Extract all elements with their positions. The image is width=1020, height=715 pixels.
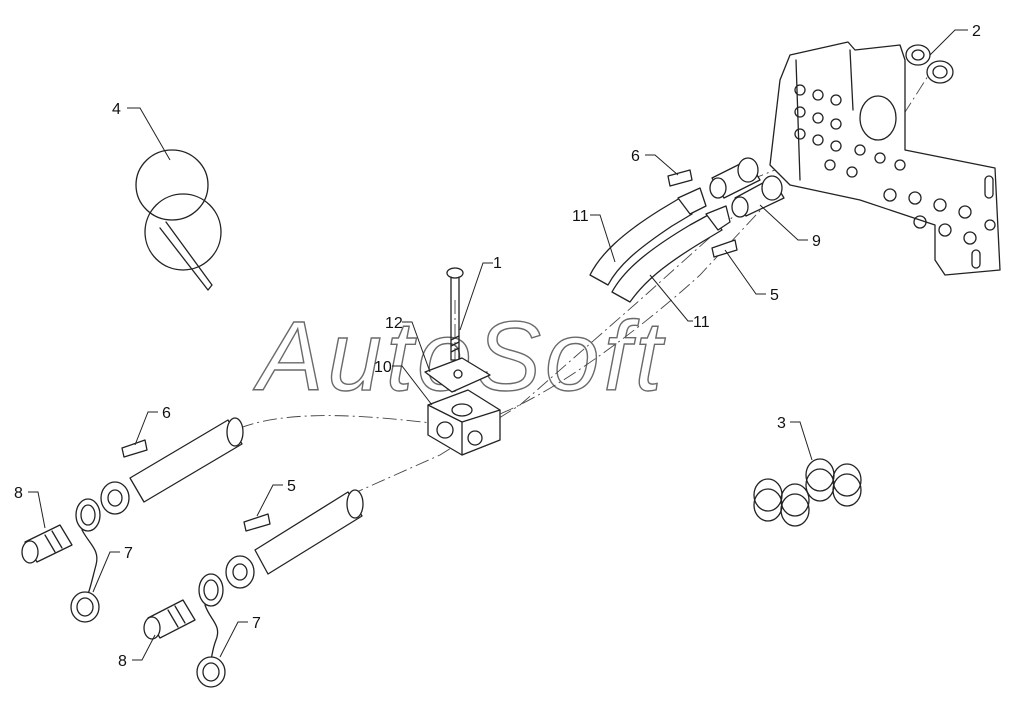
hose-clamp-icon [427, 389, 501, 456]
sealing-ring-icon [75, 498, 224, 607]
callout-11-upper: 11 [572, 208, 589, 225]
quick-coupler-icon [21, 524, 196, 640]
lower-hose-tags [121, 439, 271, 532]
hydraulic-hose-icon [589, 187, 731, 303]
o-ring-icon [753, 458, 862, 527]
callout-2: 2 [972, 23, 981, 40]
callout-6-upper: 6 [631, 148, 640, 165]
callout-6-lower: 6 [162, 405, 171, 422]
callout-3: 3 [777, 415, 786, 432]
callout-5-lower: 5 [287, 478, 296, 495]
nut-icon [905, 44, 954, 84]
callout-8-lower: 8 [118, 653, 127, 670]
adapter-fitting-icon [709, 157, 785, 218]
cable-tie-icon [135, 149, 222, 291]
mounting-bracket-icon [769, 41, 1001, 276]
clamp-plate-icon [424, 357, 491, 393]
callout-5-upper: 5 [770, 287, 779, 304]
callout-7-upper: 7 [124, 545, 133, 562]
hose-tag-icon [667, 169, 738, 258]
callout-8-upper: 8 [14, 485, 23, 502]
callout-4: 4 [112, 101, 121, 118]
callouts: 4 2 1 12 10 11 11 5 6 9 3 6 5 8 8 7 7 [14, 23, 981, 670]
callout-12: 12 [385, 315, 403, 332]
callout-11-lower: 11 [693, 314, 710, 331]
callout-10: 10 [374, 359, 392, 376]
hose-end-nut-icon [100, 481, 255, 589]
lower-hoses [129, 417, 364, 575]
callout-1: 1 [493, 255, 502, 272]
leader-lines [28, 29, 968, 661]
dust-cap-icon [70, 529, 226, 688]
watermark: AutoSoft [253, 301, 666, 411]
callout-9: 9 [812, 233, 821, 250]
callout-7-lower: 7 [252, 615, 261, 632]
